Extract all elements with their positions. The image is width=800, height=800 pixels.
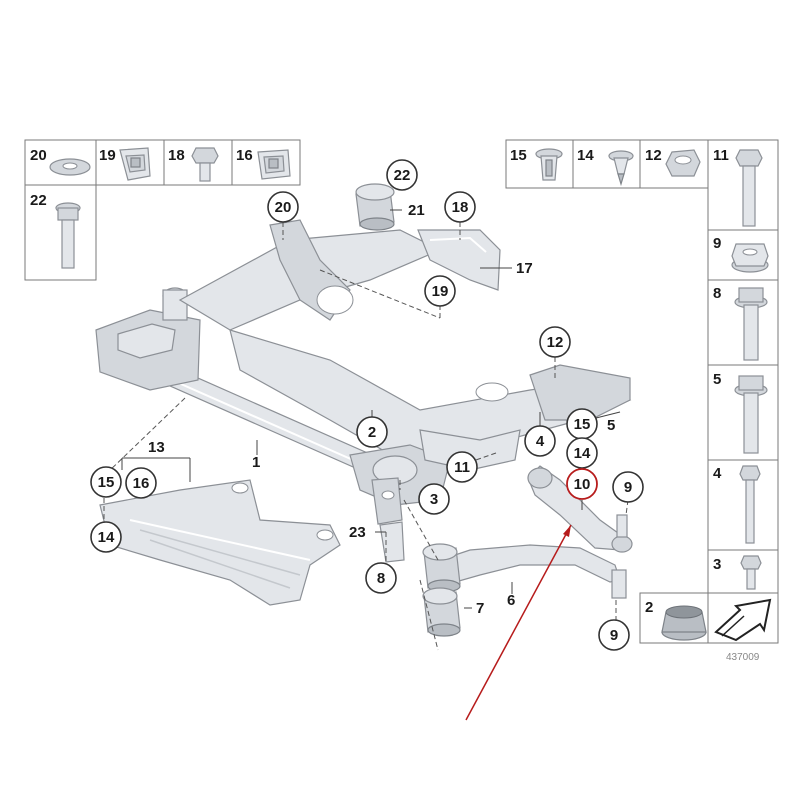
washer-icon: [49, 158, 91, 176]
svg-text:22: 22: [394, 167, 411, 184]
svg-text:8: 8: [377, 570, 385, 587]
rubber-bushing-6: [422, 543, 461, 593]
parts-table-right: 15 14 12 11 9 8 5 4 3 2: [505, 139, 779, 663]
svg-text:3: 3: [430, 491, 438, 508]
cell-part-15: [505, 139, 574, 189]
callout-3: 3: [418, 483, 450, 515]
callout-5: 5: [607, 417, 615, 434]
clip-nut-icon: [257, 149, 291, 180]
svg-text:10: 10: [574, 476, 591, 493]
table-label-5: 5: [713, 371, 721, 388]
svg-text:19: 19: [432, 283, 449, 300]
table-label-15: 15: [510, 147, 527, 164]
table-label-11: 11: [713, 147, 729, 164]
table-label-20: 20: [30, 147, 47, 164]
callout-16: 16: [125, 467, 157, 499]
rubber-mount-icon: [661, 605, 707, 641]
svg-text:15: 15: [98, 474, 115, 491]
callout-10-highlighted: 10: [566, 468, 598, 500]
callout-8: 8: [365, 562, 397, 594]
svg-text:14: 14: [98, 529, 115, 546]
table-label-18: 18: [168, 147, 185, 164]
underbody-shield-13: [99, 479, 341, 606]
long-bolt-icon: [735, 149, 763, 227]
callout-12: 12: [539, 326, 571, 358]
svg-text:12: 12: [547, 334, 564, 351]
flange-bolt-icon: [734, 375, 768, 454]
callout-14-left: 14: [90, 521, 122, 553]
indicator-arrow: [465, 524, 572, 721]
cell-part-14: [572, 139, 641, 189]
callout-2: 2: [356, 416, 388, 448]
forward-direction-arrow-icon: [714, 598, 772, 642]
table-label-9: 9: [713, 235, 721, 252]
hex-bolt-short-icon: [191, 147, 219, 182]
svg-text:11: 11: [454, 459, 470, 476]
callout-17: 17: [516, 260, 533, 277]
callout-15-right: 15: [566, 408, 598, 440]
parts-table-left: 20 19 18 16 22: [24, 139, 301, 281]
callout-9-lower: 9: [598, 619, 630, 651]
svg-text:14: 14: [574, 445, 591, 462]
callout-20: 20: [267, 191, 299, 223]
rubber-mount-21: [355, 183, 395, 231]
table-label-3: 3: [713, 556, 721, 573]
callout-1: 1: [252, 454, 260, 471]
wishbone-6: [439, 544, 627, 599]
expanding-rivet-icon: [535, 148, 563, 181]
svg-text:9: 9: [610, 627, 618, 644]
table-label-4: 4: [713, 465, 722, 482]
callout-18: 18: [444, 191, 476, 223]
table-label-22: 22: [30, 192, 47, 209]
callout-14-right: 14: [566, 437, 598, 469]
svg-text:2: 2: [368, 424, 376, 441]
svg-text:4: 4: [536, 433, 545, 450]
svg-text:16: 16: [133, 475, 150, 492]
callout-6: 6: [507, 592, 515, 609]
table-label-2: 2: [645, 599, 653, 616]
table-label-16: 16: [236, 147, 253, 164]
table-label-14: 14: [577, 147, 594, 164]
table-label-19: 19: [99, 147, 116, 164]
rubber-bushing-7: [422, 587, 461, 637]
callout-22: 22: [386, 159, 418, 191]
callout-19: 19: [424, 275, 456, 307]
callout-7: 7: [476, 600, 484, 617]
callout-11: 11: [446, 451, 478, 483]
long-bolt-icon: [55, 202, 81, 269]
table-label-12: 12: [645, 147, 662, 164]
callout-9-upper: 9: [612, 471, 644, 503]
diagram-code: 437009: [726, 652, 760, 663]
svg-text:15: 15: [574, 416, 591, 433]
cell-part-22: [24, 184, 97, 281]
svg-text:18: 18: [452, 199, 469, 216]
axle-carrier-assembly: [95, 183, 633, 637]
short-screw-icon: [740, 555, 762, 590]
long-screw-icon: [739, 465, 761, 544]
callout-13: 13: [148, 439, 165, 456]
clip-nut-icon: [119, 147, 151, 181]
svg-text:20: 20: [275, 199, 292, 216]
plug-icon: [608, 150, 634, 187]
callout-15-left: 15: [90, 466, 122, 498]
callout-23: 23: [349, 524, 366, 541]
collar-nut-icon: [731, 243, 769, 273]
hex-nut-icon: [665, 149, 701, 177]
flange-bolt-icon: [734, 287, 768, 361]
callouts: 22 21 20 18 17 19 12 2 4 15: [90, 159, 644, 651]
thrust-arm-10: [527, 465, 633, 553]
callout-4: 4: [524, 425, 556, 457]
callout-21: 21: [408, 202, 425, 219]
svg-text:9: 9: [624, 479, 632, 496]
table-label-8: 8: [713, 285, 721, 302]
